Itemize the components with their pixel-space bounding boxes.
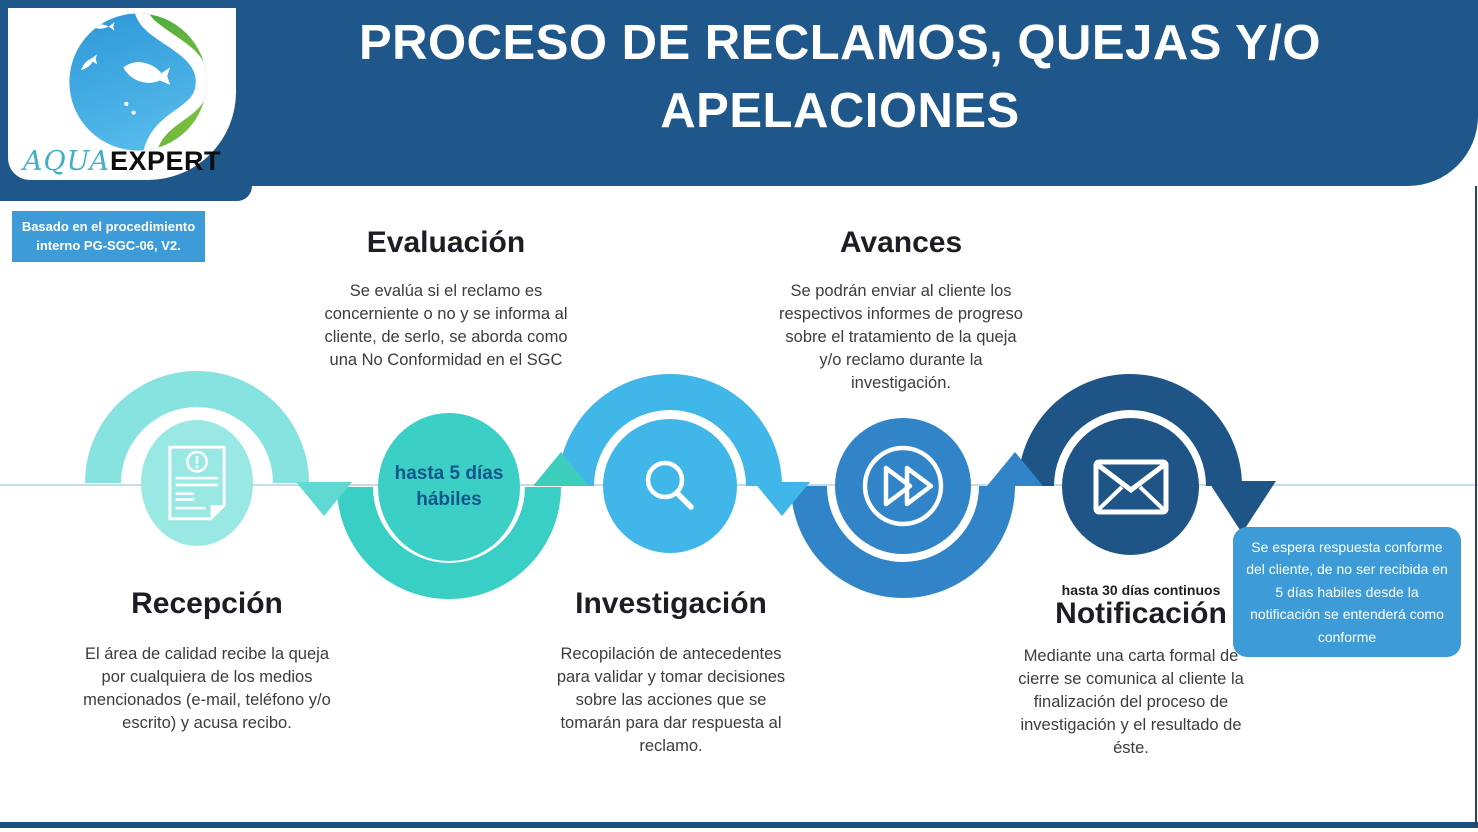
step-title-recepcion: Recepción xyxy=(131,587,283,620)
step-title-notificacion: Notificación xyxy=(1055,597,1227,630)
step-description-investigacion: Recopilación de antecedentes para valida… xyxy=(556,645,786,756)
logo-card: AQUAEXPERT xyxy=(8,8,236,180)
aquaexpert-logo-icon xyxy=(69,13,207,151)
step-description-evaluacion: Se evalúa si el reclamo es concerniente … xyxy=(324,282,568,370)
page-title: PROCESO DE RECLAMOS, QUEJAS Y/O APELACIO… xyxy=(250,10,1430,145)
procedure-reference-text: Basado en el procedimiento interno PG-SG… xyxy=(21,218,196,253)
magnifier-icon xyxy=(645,460,694,510)
step-title-avances: Avances xyxy=(839,226,963,259)
brand-wordmark: AQUAEXPERT xyxy=(8,146,236,177)
header-swoosh xyxy=(0,186,252,201)
envelope-icon xyxy=(1093,459,1168,514)
brand-expert: EXPERT xyxy=(110,146,222,176)
step-eyebrow-notificacion: hasta 30 días continuos xyxy=(1061,582,1221,598)
response-callout-text: Se espera respuesta conforme del cliente… xyxy=(1246,539,1448,645)
response-callout: Se espera respuesta conforme del cliente… xyxy=(1233,527,1461,657)
procedure-reference-badge: Basado en el procedimiento interno PG-SG… xyxy=(12,211,205,262)
header-banner xyxy=(0,0,1478,186)
arrow-up-icon xyxy=(533,452,589,486)
fast-forward-icon xyxy=(862,445,944,527)
step-circle-investigacion xyxy=(603,419,737,553)
step-description-notificacion: Mediante una carta formal de cierre se c… xyxy=(1018,647,1244,758)
bottom-divider xyxy=(0,822,1478,828)
page-title-line-1: PROCESO DE RECLAMOS, QUEJAS Y/O xyxy=(358,16,1322,70)
step-circle-avances xyxy=(835,418,971,554)
arrow-down-icon xyxy=(296,482,352,516)
step-title-evaluacion: Evaluación xyxy=(366,226,526,259)
step-description-recepcion: El área de calidad recibe la queja por c… xyxy=(83,645,331,733)
arrow-up-icon xyxy=(987,452,1043,486)
step-circle-recepcion xyxy=(141,420,253,546)
step-circle-notificacion xyxy=(1062,418,1199,555)
brand-aqua: AQUA xyxy=(22,146,111,177)
page-title-line-2: APELACIONES xyxy=(660,83,1020,138)
arrow-down-icon xyxy=(1208,481,1276,533)
step-circle-duration: hasta 5 días hábiles xyxy=(378,413,520,561)
document-alert-icon xyxy=(168,445,226,521)
step-title-investigacion: Investigación xyxy=(575,587,767,620)
right-page-edge xyxy=(1475,186,1477,828)
duration-label: hasta 5 días hábiles xyxy=(394,463,504,510)
step-description-avances: Se podrán enviar al cliente los respecti… xyxy=(779,282,1023,393)
arrow-down-icon xyxy=(754,482,810,516)
